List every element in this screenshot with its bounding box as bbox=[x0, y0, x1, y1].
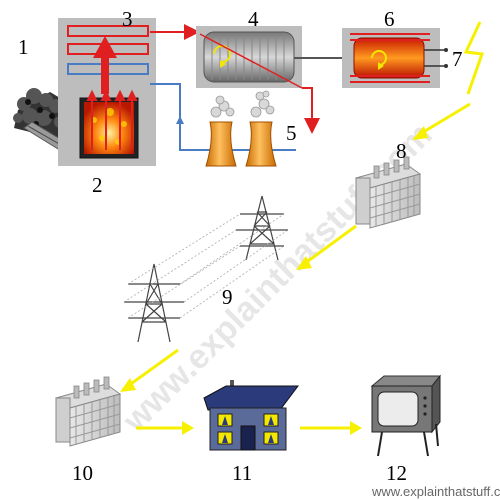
television-icon bbox=[370, 374, 442, 457]
label-6: 6 bbox=[384, 7, 395, 31]
label-1: 1 bbox=[18, 35, 29, 59]
flow-arrow-1 bbox=[412, 102, 471, 140]
label-4: 4 bbox=[248, 7, 259, 31]
electricity-bolt-icon bbox=[463, 21, 485, 95]
steam-clouds bbox=[210, 90, 275, 118]
flow-arrow-4 bbox=[136, 421, 194, 435]
flow-arrow-2 bbox=[296, 224, 357, 270]
label-7: 7 bbox=[452, 47, 463, 71]
house bbox=[203, 380, 299, 451]
step-up-transformer bbox=[354, 156, 422, 229]
label-12: 12 bbox=[386, 461, 407, 485]
main-heat-arrow bbox=[93, 36, 117, 94]
generator-output-wires bbox=[424, 49, 446, 67]
cooling-towers bbox=[205, 90, 277, 167]
label-11: 11 bbox=[232, 461, 252, 485]
label-8: 8 bbox=[396, 139, 407, 163]
flow-arrow-3 bbox=[120, 348, 179, 392]
condenser-pipe-hot bbox=[302, 87, 320, 134]
label-5: 5 bbox=[286, 121, 297, 145]
turbine-drum bbox=[203, 31, 295, 83]
flow-arrow-5 bbox=[300, 421, 362, 435]
label-10: 10 bbox=[72, 461, 93, 485]
step-down-transformer bbox=[54, 376, 122, 447]
generator-rotation-arrowhead bbox=[378, 62, 384, 70]
label-2: 2 bbox=[92, 173, 103, 197]
transmission-wires bbox=[123, 213, 289, 319]
label-9: 9 bbox=[222, 285, 233, 309]
transmission-pylons bbox=[124, 195, 288, 343]
heat-rise-arrows bbox=[86, 89, 138, 150]
credit-text: www.explainthatstuff.com bbox=[371, 484, 500, 499]
generator-coils bbox=[350, 33, 430, 83]
turbine-rotation-arrowhead bbox=[220, 60, 226, 68]
turbine-blades bbox=[211, 34, 285, 80]
cool-water-arrowhead bbox=[176, 116, 184, 124]
generator-body bbox=[353, 37, 425, 79]
generator-rotation-icon bbox=[371, 50, 387, 66]
label-3: 3 bbox=[122, 7, 133, 31]
steam-through-turbine bbox=[199, 33, 303, 89]
